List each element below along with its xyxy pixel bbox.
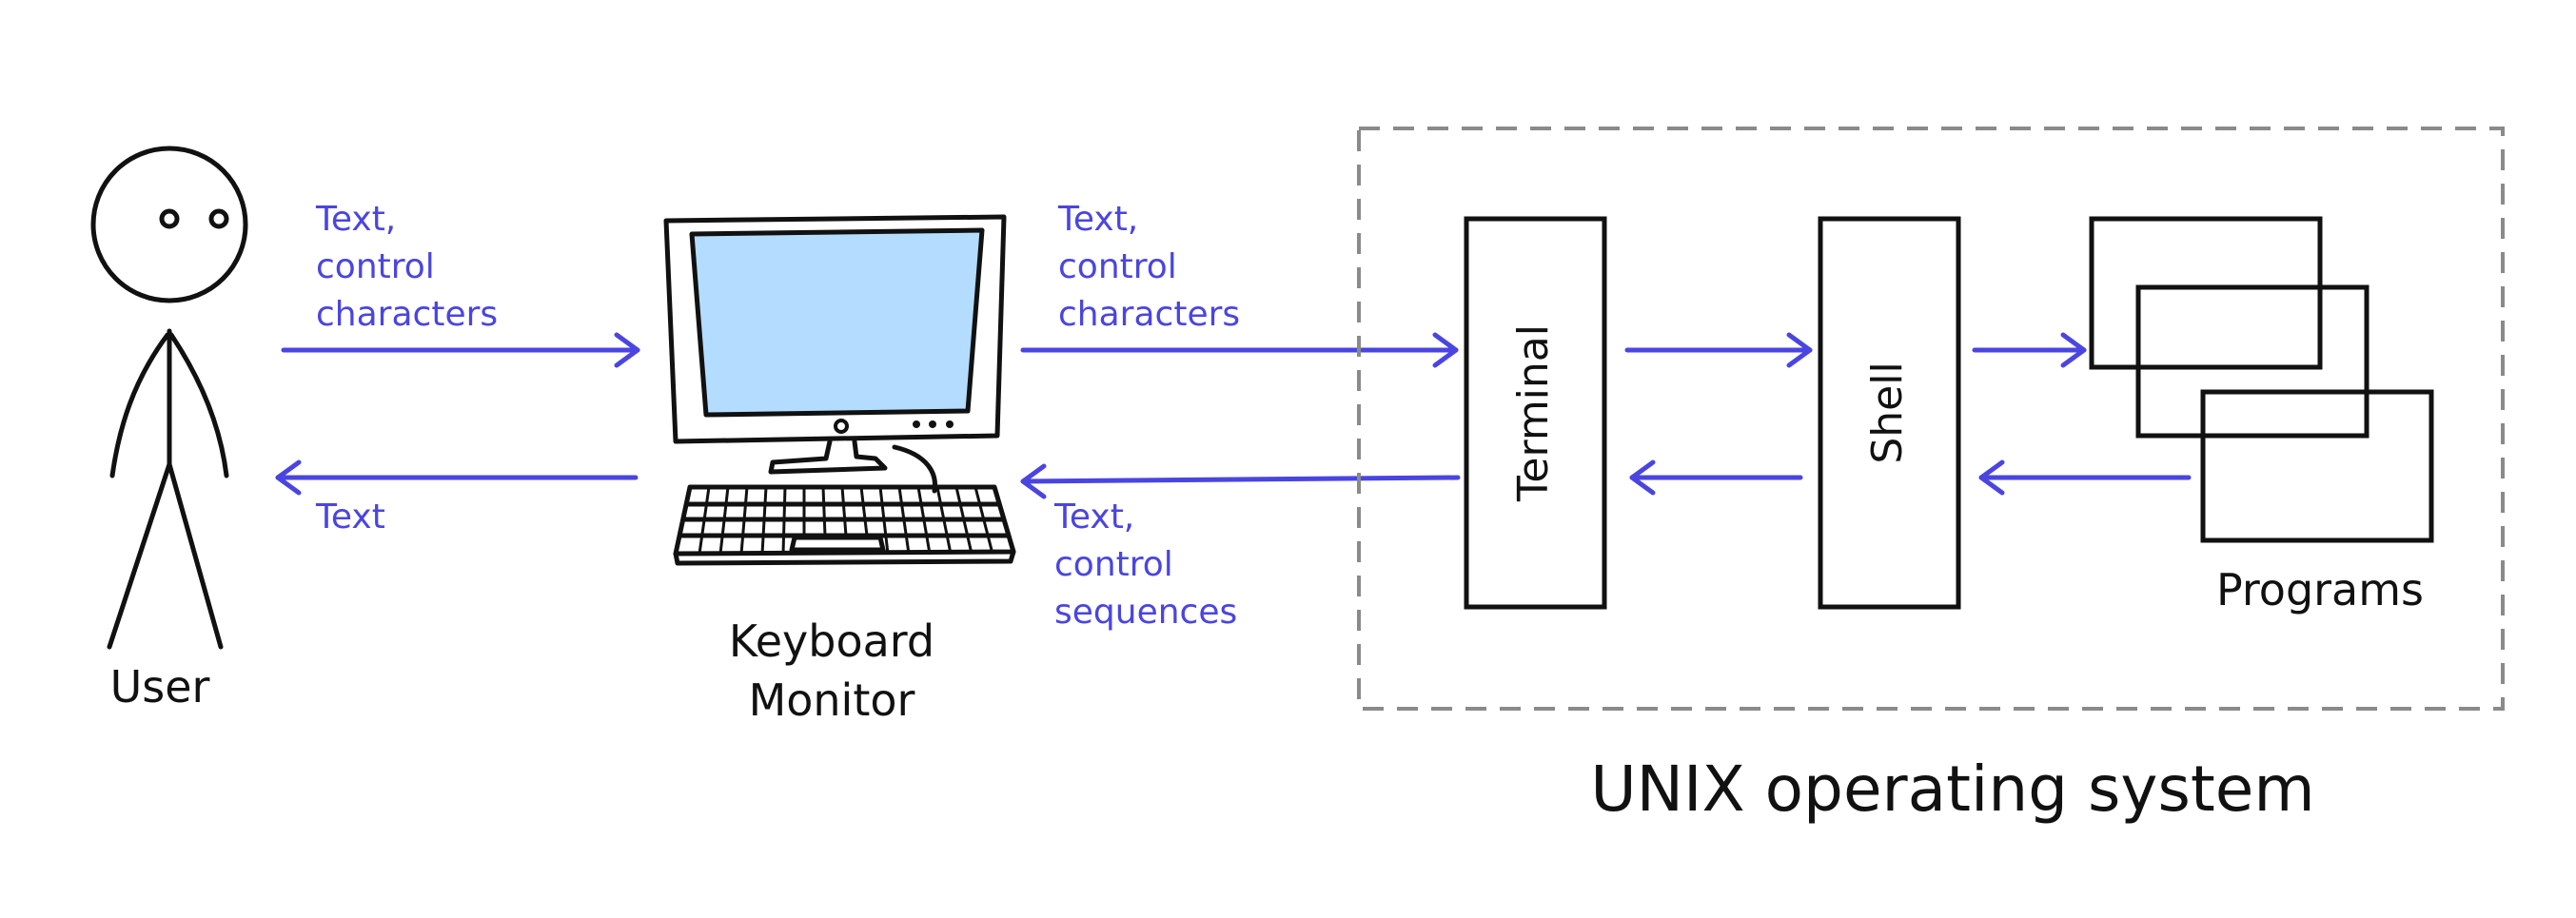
terminal-label: Terminal — [1509, 324, 1558, 502]
monitor-led-1 — [913, 420, 920, 428]
arrow-shell-to-terminal — [1629, 459, 1803, 496]
user-left-leg — [107, 461, 172, 650]
arrow-user-to-device — [281, 332, 640, 368]
flow-terminal-to-device-line-3: sequences — [1054, 593, 1237, 632]
keyboard-spacebar — [789, 535, 886, 553]
user-label: User — [110, 661, 210, 713]
monitor-label: Monitor — [749, 674, 915, 726]
keyboard-cable — [892, 444, 937, 494]
program-window-1 — [2089, 216, 2323, 370]
arrow-device-to-terminal — [1020, 332, 1459, 368]
arrow-shell-to-programs — [1972, 332, 2087, 368]
user-left-arm — [109, 332, 170, 479]
arrow-terminal-to-device — [1020, 463, 1461, 499]
flow-user-to-device-line-3: characters — [316, 295, 498, 334]
flow-device-to-terminal-line-2: control — [1058, 247, 1177, 286]
shell-box — [1818, 216, 1961, 610]
monitor-stand — [768, 439, 888, 475]
flow-user-to-device-line-1: Text, — [315, 200, 396, 239]
arrow-terminal-to-shell — [1624, 332, 1813, 368]
monitor-screen — [689, 227, 985, 418]
keyboard-label: Keyboard — [729, 615, 934, 667]
programs-label: Programs — [2216, 564, 2424, 615]
monitor-frame — [663, 214, 1007, 444]
flow-device-to-terminal-line-3: characters — [1058, 295, 1240, 334]
program-window-3 — [2200, 389, 2434, 543]
arrow-programs-to-shell — [1978, 459, 2192, 496]
monitor-led-2 — [929, 420, 936, 428]
user-left-eye — [159, 208, 180, 229]
unix-system-boundary — [1357, 127, 2505, 711]
user-right-leg — [167, 461, 224, 650]
flow-device-to-terminal-line-1: Text, — [1057, 200, 1138, 239]
user-figure — [90, 146, 248, 650]
flow-device-to-user-line-1: Text — [315, 498, 385, 537]
program-window-2 — [2135, 284, 2370, 439]
shell-label: Shell — [1863, 361, 1912, 463]
monitor-power-button — [834, 419, 849, 434]
user-right-eye — [208, 208, 229, 229]
monitor-led-3 — [946, 420, 954, 428]
arrow-device-to-user — [275, 459, 639, 496]
computer-icon — [663, 214, 1016, 566]
keyboard-keys — [698, 486, 994, 555]
user-right-arm — [168, 332, 229, 479]
flow-terminal-to-device-line-1: Text, — [1053, 498, 1134, 537]
user-head — [90, 146, 248, 303]
flow-terminal-to-device-line-2: control — [1054, 545, 1173, 584]
unix-system-label: UNIX operating system — [1590, 752, 2314, 826]
flow-user-to-device-line-2: control — [316, 247, 435, 286]
keyboard-base — [673, 549, 1016, 566]
terminal-box — [1464, 216, 1607, 610]
